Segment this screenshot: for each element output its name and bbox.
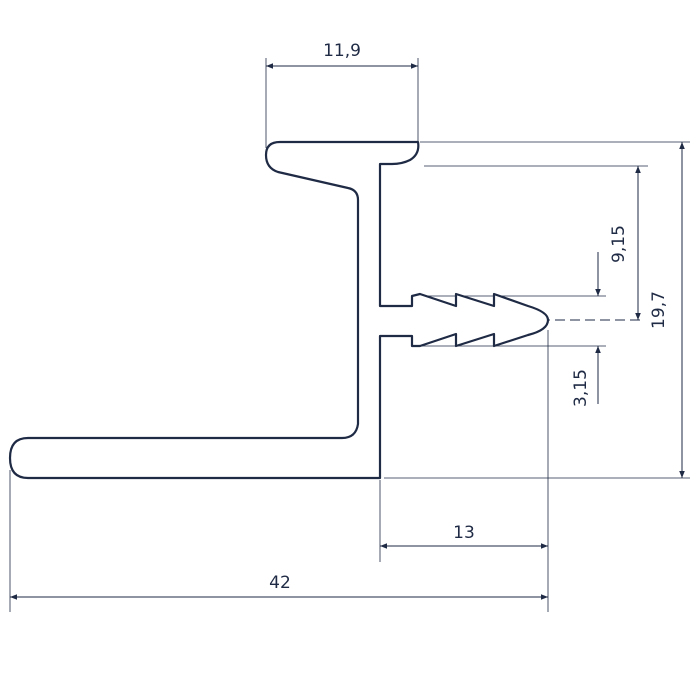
- dim-label-upper-height: 9,15: [609, 225, 629, 263]
- dim-label-total-height: 19,7: [649, 291, 669, 329]
- extension-lines: [9, 58, 690, 612]
- dim-label-top-width: 11,9: [323, 41, 361, 61]
- dim-label-total-width: 42: [269, 573, 291, 593]
- dimension-lines: [10, 63, 685, 600]
- profile-outline: [8, 140, 550, 480]
- dim-label-fin-length: 13: [453, 523, 475, 543]
- dim-label-fin-offset: 3,15: [571, 369, 591, 407]
